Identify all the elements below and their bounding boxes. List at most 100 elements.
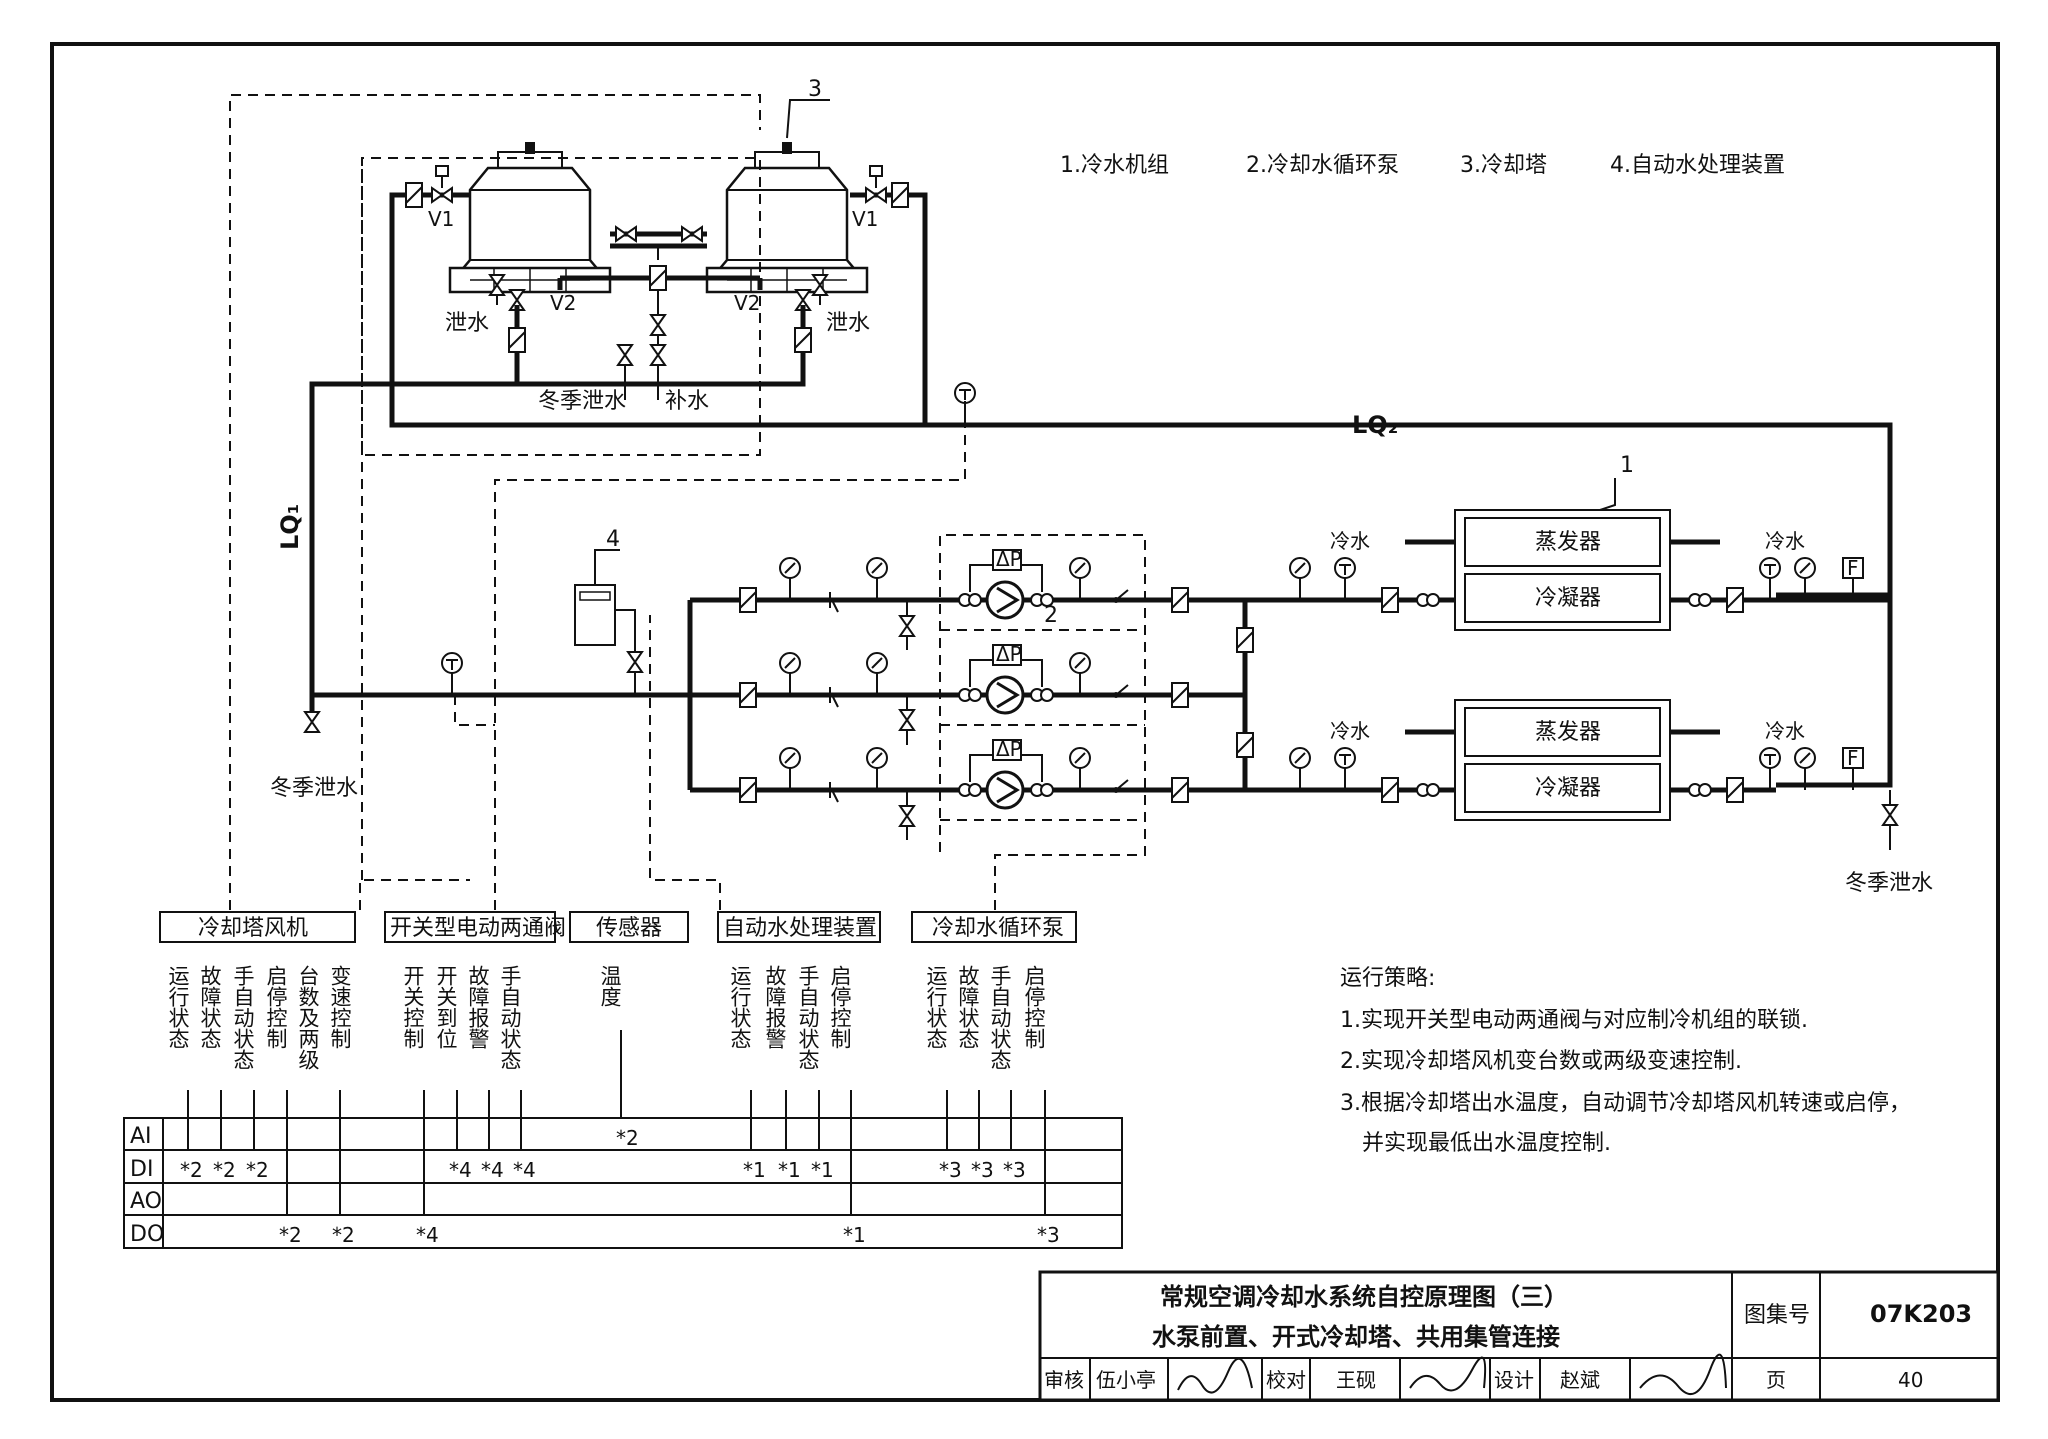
operating-strategy: 运行策略: 1.实现开关型电动两通阀与对应制冷机组的联锁. 2.实现冷却塔风机变… [1340,966,1911,1156]
drawing-title-line2: 水泵前置、开式冷却塔、共用集管连接 [1152,1323,1560,1351]
valve-v1-left: V1 [428,207,454,231]
makeup-label: 补水 [665,389,709,414]
page-number: 40 [1898,1368,1923,1392]
signal-label: 启停控制 [1022,965,1046,1049]
chilled-water-label: 冷水 [1765,529,1805,553]
pump-branches: ΔP ΔP ΔP 2 [687,547,1248,840]
review-label: 审核 [1044,1368,1084,1392]
designer-signature [1639,1353,1727,1396]
chilled-water-label: 冷水 [1765,719,1805,743]
flow-switch-label: F [1847,746,1859,770]
designer-name: 赵斌 [1560,1368,1600,1392]
design-label: 设计 [1494,1368,1534,1392]
lq1-label: LQ₁ [276,504,304,550]
group-title: 传感器 [596,916,662,941]
check-label: 校对 [1266,1368,1306,1392]
io-table: AI DI AO DO *2 *2 *2 *2 *4 [123,1030,1123,1249]
signal-label: 手自动状态 [988,965,1012,1070]
io-row-label: DI [130,1157,153,1182]
strategy-item: 并实现最低出水温度控制. [1362,1131,1611,1156]
strategy-title: 运行策略: [1340,966,1435,991]
strategy-item: 3.根据冷却塔出水温度，自动调节冷却塔风机转速或启停， [1340,1091,1911,1116]
reviewer-name: 伍小亭 [1096,1368,1156,1392]
signal-label: 启停控制 [828,965,852,1049]
signal-label: 运行状态 [166,965,190,1049]
io-row-label: AI [130,1124,152,1149]
signal-label: 变速控制 [328,965,352,1049]
group-title: 自动水处理装置 [723,916,877,941]
legend-item: 2.冷却水循环泵 [1246,153,1399,178]
callout-tower: 3 [808,77,822,102]
strategy-item: 2.实现冷却塔风机变台数或两级变速控制. [1340,1049,1742,1074]
checker-signature [1409,1356,1487,1392]
page-label: 页 [1766,1368,1786,1392]
atlas-label: 图集号 [1744,1303,1810,1328]
signal-label: 故障状态 [956,965,980,1049]
signal-label: 手自动状态 [498,965,522,1070]
signal-label: 运行状态 [728,965,752,1049]
signal-group-two-way-valve: 开关型电动两通阀 开关控制 开关到位 故障报警 手自动状态 [384,911,566,1070]
io-mark: *3 [1037,1223,1060,1247]
io-row-label: DO [130,1222,164,1247]
flow-switch-label: F [1847,556,1859,580]
signal-label: 台数及两级 [296,965,320,1070]
condenser-label: 冷凝器 [1535,586,1601,611]
condenser-label: 冷凝器 [1535,776,1601,801]
group-title: 冷却塔风机 [198,916,308,941]
io-mark: *3 [939,1158,962,1182]
dp-label: ΔP [996,642,1022,666]
evaporator-label: 蒸发器 [1535,720,1601,745]
io-mark: *1 [811,1158,834,1182]
signal-group-cooling-pump: 冷却水循环泵 运行状态 故障状态 手自动状态 启停控制 [911,911,1077,1070]
drain-label-right: 泄水 [826,311,870,336]
valve-v2-right: V2 [734,291,760,315]
io-mark: *2 [279,1223,302,1247]
io-mark: *4 [513,1158,536,1182]
signal-label: 手自动状态 [231,965,255,1070]
valve-v2-left: V2 [550,291,576,315]
io-mark: *2 [616,1126,639,1150]
io-mark: *2 [213,1158,236,1182]
drawing-frame [50,42,2000,1402]
legend-item: 1.冷水机组 [1060,153,1169,178]
checker-name: 王砚 [1336,1368,1376,1392]
legend: 1.冷水机组 2.冷却水循环泵 3.冷却塔 4.自动水处理装置 [1060,153,1785,178]
signal-label: 启停控制 [264,965,288,1049]
chiller-unit-2: 蒸发器 冷凝器 冷水 冷水 [1330,699,1805,821]
valve-v1-right: V1 [852,207,878,231]
reviewer-signature [1177,1357,1253,1394]
io-mark: *1 [843,1223,866,1247]
signal-label: 手自动状态 [796,965,820,1070]
io-mark: *1 [778,1158,801,1182]
io-mark: *1 [743,1158,766,1182]
io-mark: *3 [1003,1158,1026,1182]
evaporator-label: 蒸发器 [1535,530,1601,555]
signal-group-sensor: 传感器 温度 [569,911,689,1007]
drawing-title-line1: 常规空调冷却水系统自控原理图（三） [1160,1283,1568,1311]
callout-leader [786,99,830,139]
chiller-unit-1: 蒸发器 冷凝器 冷水 冷水 [1330,509,1805,631]
signal-label: 开关控制 [401,965,425,1049]
winter-drain-label: 冬季泄水 [538,389,626,414]
strategy-item: 1.实现开关型电动两通阀与对应制冷机组的联锁. [1340,1008,1808,1033]
winter-drain-label-right: 冬季泄水 [1845,871,1933,896]
group-title: 开关型电动两通阀 [390,916,566,941]
signal-group-water-treatment: 自动水处理装置 运行状态 故障报警 手自动状态 启停控制 [717,911,881,1070]
cooling-tower-right [705,140,869,294]
signal-label: 故障报警 [466,965,490,1049]
dp-label: ΔP [996,547,1022,571]
signal-label: 故障状态 [198,965,222,1049]
chilled-water-label: 冷水 [1330,719,1370,743]
io-mark: *2 [332,1223,355,1247]
chiller-callout: 1 [1620,453,1634,478]
signal-label: 开关到位 [434,965,458,1049]
drain-label-left: 泄水 [445,311,489,336]
io-row-label: AO [130,1189,162,1214]
signal-label: 运行状态 [924,965,948,1049]
io-mark: *2 [246,1158,269,1182]
group-title: 冷却水循环泵 [932,916,1064,941]
io-mark: *2 [180,1158,203,1182]
treatment-callout: 4 [606,527,620,552]
water-treatment-unit: 4 [574,527,643,695]
